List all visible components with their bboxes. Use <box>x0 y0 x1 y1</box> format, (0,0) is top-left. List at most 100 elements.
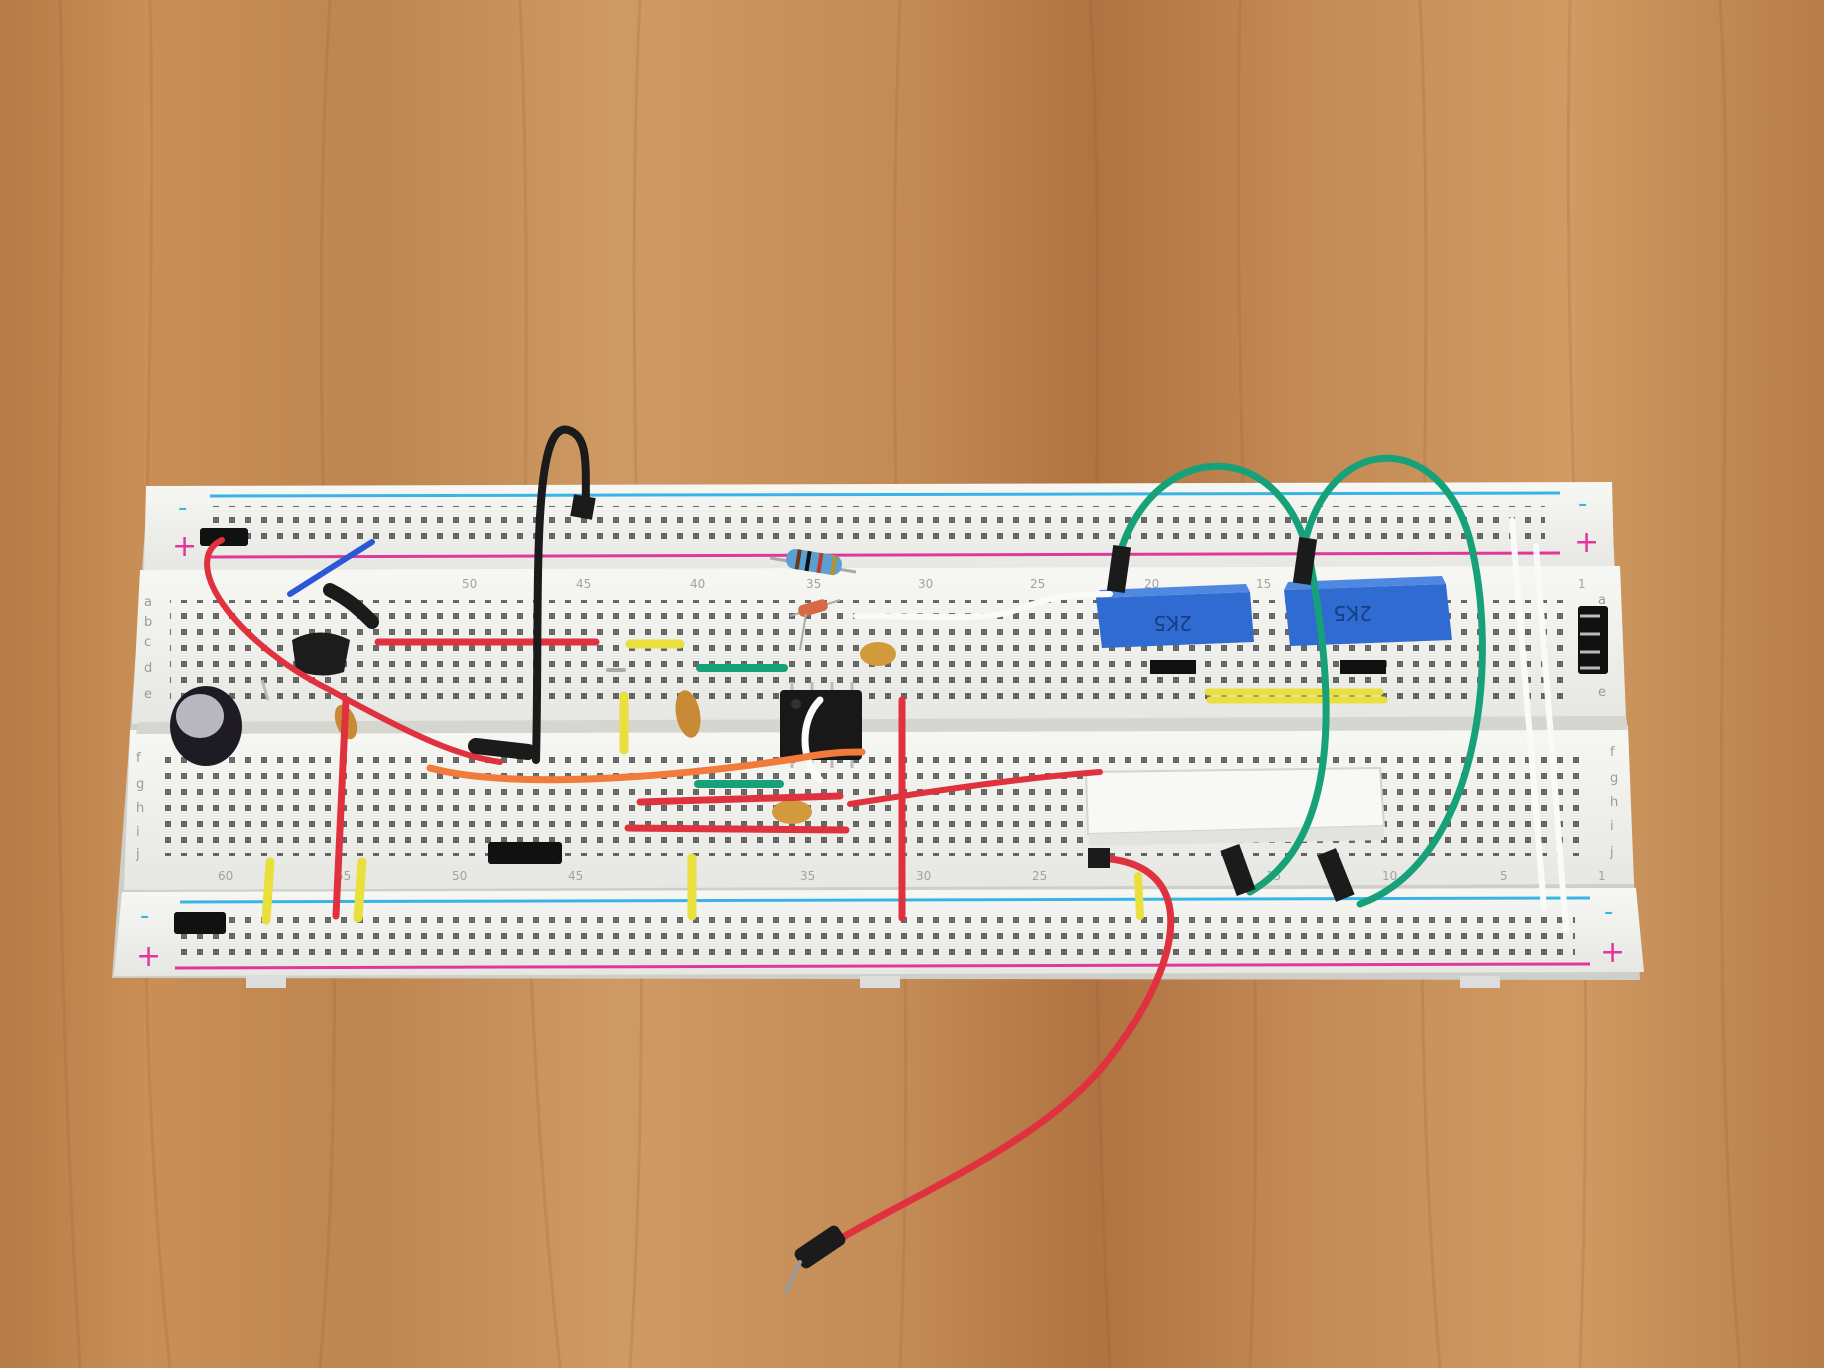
wires <box>204 425 1569 1294</box>
board-foot-middle <box>860 976 900 988</box>
svg-text:f: f <box>1610 745 1615 760</box>
red-jumper-bottom-1 <box>636 792 844 806</box>
dangling-wire-plug <box>794 1225 846 1269</box>
transistor <box>292 632 350 676</box>
svg-text:20: 20 <box>1144 577 1159 591</box>
svg-text:10: 10 <box>1382 869 1397 883</box>
svg-text:c: c <box>144 635 151 650</box>
svg-text:a: a <box>1598 593 1606 608</box>
top-rail-blue-line <box>209 491 1561 498</box>
svg-text:50: 50 <box>462 577 477 591</box>
svg-text:25: 25 <box>1032 869 1047 883</box>
red-wire-to-module <box>847 769 1103 807</box>
svg-text:g: g <box>136 777 144 792</box>
bottom-rail-holes <box>175 912 1575 956</box>
svg-text:i: i <box>136 825 140 840</box>
pin-header-top-right <box>1578 606 1608 674</box>
row-letters-left-bottom: f g h i j <box>135 751 144 862</box>
red-jumper-vertical-left <box>332 696 350 920</box>
potentiometer-right: 2K5 <box>1284 576 1452 674</box>
pin-header-top-left <box>200 528 248 546</box>
black-arch-wire <box>532 425 590 764</box>
svg-text:f: f <box>136 751 141 766</box>
bottom-right-plus-sign: + <box>1600 935 1625 970</box>
bottom-left-plus-sign: + <box>136 939 161 974</box>
board-foot-left <box>246 976 286 988</box>
green-wire-connector-2 <box>1292 536 1318 586</box>
potentiometer-left-label: 2K5 <box>1153 611 1192 635</box>
pin-header-bottom-center <box>488 842 562 864</box>
green-wire-connector-4 <box>1317 848 1355 902</box>
row-letters-left-top: a b c d e <box>144 595 152 702</box>
svg-text:35: 35 <box>800 869 815 883</box>
yellow-jumper-bottom-2 <box>353 857 367 923</box>
green-wire-connector-1 <box>1106 544 1132 594</box>
ceramic-capacitor-2 <box>860 642 896 666</box>
top-left-plus-sign: + <box>172 529 197 564</box>
bottom-left-minus-sign: - <box>140 901 149 931</box>
svg-text:1: 1 <box>1578 577 1586 591</box>
diode <box>789 599 841 651</box>
svg-text:g: g <box>1610 771 1618 786</box>
svg-text:h: h <box>1610 795 1618 810</box>
red-wire-connector <box>323 583 379 629</box>
blue-jumper <box>287 539 375 597</box>
top-rail-holes <box>205 506 1545 546</box>
bottom-right-minus-sign: - <box>1604 897 1613 927</box>
svg-text:60: 60 <box>218 869 233 883</box>
svg-text:35: 35 <box>806 577 821 591</box>
potentiometer-right-label: 2K5 <box>1333 601 1372 625</box>
svg-text:j: j <box>135 847 140 862</box>
svg-text:45: 45 <box>568 869 583 883</box>
red-jumper-bottom-2 <box>624 824 850 834</box>
svg-text:45: 45 <box>576 577 591 591</box>
svg-text:b: b <box>144 615 152 630</box>
black-wire-connector <box>570 494 596 520</box>
top-rail-red-line <box>209 551 1561 559</box>
electrolytic-capacitor <box>170 679 270 766</box>
orange-wire-connector <box>468 738 536 760</box>
green-loop-right <box>1300 454 1486 908</box>
white-wire-to-pot <box>853 591 1113 620</box>
ic-chip <box>780 682 862 768</box>
white-wire-right-1 <box>1509 517 1547 911</box>
red-long-wire-left <box>204 537 503 765</box>
yellow-jumper-bottom-1 <box>261 857 275 925</box>
pin-header-bottom-left <box>174 912 226 934</box>
board-foot-right <box>1460 976 1500 988</box>
green-wire-connector-3 <box>1220 844 1256 896</box>
svg-text:50: 50 <box>452 869 467 883</box>
svg-text:1: 1 <box>1598 869 1606 883</box>
dangling-wire-top-connector <box>1088 848 1110 868</box>
top-right-plus-sign: + <box>1574 525 1599 560</box>
dangling-wire-pin <box>784 1260 802 1294</box>
svg-text:a: a <box>144 595 152 610</box>
svg-text:40: 40 <box>690 577 705 591</box>
orange-wire <box>426 748 866 784</box>
potentiometer-left: 2K5 <box>1096 584 1254 674</box>
white-module <box>1084 766 1386 846</box>
white-wire-right-2 <box>1533 543 1569 933</box>
svg-text:e: e <box>144 687 152 702</box>
white-wire-chip <box>801 696 824 784</box>
dangling-red-wire <box>818 854 1175 1254</box>
svg-text:j: j <box>1609 845 1614 860</box>
row-letters-right-bottom: f g h i j <box>1609 745 1618 860</box>
bottom-rail-red-line <box>174 962 1591 970</box>
ceramic-capacitor-3 <box>772 800 812 824</box>
svg-text:30: 30 <box>916 869 931 883</box>
components: 2K5 2K5 <box>170 528 1608 934</box>
ceramic-capacitor-1 <box>675 690 701 738</box>
top-left-minus-sign: - <box>178 493 187 523</box>
bottom-rail-blue-line <box>179 896 1591 904</box>
svg-text:d: d <box>144 661 152 676</box>
svg-text:5: 5 <box>1500 869 1508 883</box>
resistor <box>769 549 857 576</box>
svg-text:30: 30 <box>918 577 933 591</box>
svg-text:25: 25 <box>1030 577 1045 591</box>
yellow-jumper-bottom-4 <box>1134 872 1144 920</box>
top-right-minus-sign: - <box>1578 489 1587 519</box>
svg-text:i: i <box>1610 819 1614 834</box>
svg-text:e: e <box>1598 685 1606 700</box>
